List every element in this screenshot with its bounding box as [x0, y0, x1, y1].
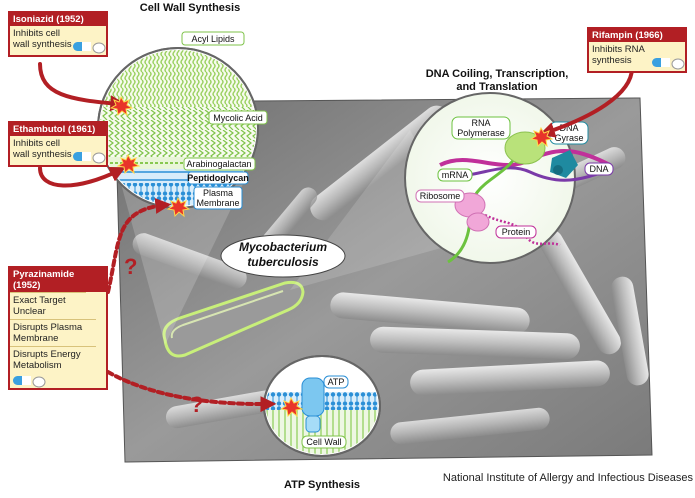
- drug-effect-isoniazid: Inhibits cell wall synthesis: [13, 28, 72, 50]
- starburst-pyrazinamide: [166, 196, 191, 218]
- label-mrna: mRNA: [442, 170, 469, 180]
- title-dna-line1: DNA Coiling, Transcription,: [426, 68, 569, 80]
- credit-text: National Institute of Allergy and Infect…: [442, 472, 693, 484]
- label-plasma-line1: Plasma: [203, 188, 233, 198]
- starburst-isoniazid: [109, 95, 134, 117]
- drug-box-isoniazid: Isoniazid (1952) Inhibits cell wall synt…: [8, 11, 108, 57]
- zoom-cone-cell-wall: [120, 180, 245, 345]
- drug-name-isoniazid: Isoniazid (1952): [10, 13, 106, 26]
- label-dna-gyrase-line2: Gyrase: [554, 133, 583, 143]
- cell-wall-inset: Acyl Lipids Mycolic Acid Arabinogalactan…: [97, 31, 268, 210]
- pill-icon: [652, 58, 685, 70]
- label-acyl-lipids: Acyl Lipids: [191, 34, 235, 44]
- pill-icon: [73, 42, 106, 54]
- starburst-atp: [279, 396, 304, 418]
- pill-icon: [73, 152, 106, 164]
- title-atp-synthesis: ATP Synthesis: [284, 479, 360, 491]
- drug-name-rifampin: Rifampin (1966): [589, 29, 685, 42]
- organism-name-line1: Mycobacterium: [239, 240, 327, 254]
- label-arabinogalactan: Arabinogalactan: [186, 159, 251, 169]
- label-rna-polymerase-line2: Polymerase: [457, 128, 505, 138]
- drug-name-pyrazinamide-line2: (1952): [13, 280, 41, 291]
- drug-box-rifampin: Rifampin (1966) Inhibits RNA synthesis: [587, 27, 687, 73]
- label-plasma-line2: Membrane: [196, 198, 239, 208]
- starburst-ethambutol: [116, 153, 141, 175]
- drug-name-pyrazinamide: Pyrazinamide (1952): [10, 268, 106, 292]
- starburst-rifampin: [529, 126, 554, 148]
- question-mark-cell-wall: ?: [124, 254, 137, 279]
- dna-inset: RNA Polymerase DNA Gyrase mRNA DNA Ribos…: [404, 92, 614, 264]
- drug-effect-pyrazinamide-3: Disrupts Energy Metabolism: [10, 346, 96, 373]
- label-ribosome: Ribosome: [420, 191, 461, 201]
- atp-synthase-shape: [301, 377, 325, 433]
- dna-gyrase-shape: [550, 150, 578, 178]
- label-atp: ATP: [328, 377, 345, 387]
- drug-name-pyrazinamide-line1: Pyrazinamide: [13, 269, 75, 280]
- pill-icon: [13, 376, 46, 388]
- title-dna-line2: and Translation: [456, 81, 538, 93]
- drug-effect-ethambutol: Inhibits cell wall synthesis: [13, 138, 72, 160]
- organism-label: Mycobacterium tuberculosis: [220, 234, 346, 278]
- drug-effect-pyrazinamide-2: Disrupts Plasma Membrane: [10, 319, 96, 346]
- label-dna: DNA: [589, 164, 608, 174]
- label-mycolic-acid: Mycolic Acid: [213, 113, 263, 123]
- title-cell-wall-synthesis: Cell Wall Synthesis: [140, 2, 240, 14]
- label-protein: Protein: [502, 227, 531, 237]
- drug-effect-rifampin: Inhibits RNA synthesis: [592, 44, 645, 66]
- drug-name-ethambutol: Ethambutol (1961): [10, 123, 106, 136]
- organism-name-line2: tuberculosis: [247, 255, 319, 269]
- label-rna-polymerase-line1: RNA: [471, 118, 490, 128]
- drug-effect-pyrazinamide-1: Exact Target Unclear: [10, 292, 86, 319]
- drug-box-ethambutol: Ethambutol (1961) Inhibits cell wall syn…: [8, 121, 108, 167]
- impact-starbursts: [109, 95, 554, 418]
- drug-arrows: [38, 62, 634, 413]
- drug-box-pyrazinamide: Pyrazinamide (1952) Exact Target Unclear…: [8, 266, 108, 390]
- label-dna-gyrase-line1: DNA: [559, 123, 578, 133]
- label-atp-cell-wall: Cell Wall: [306, 437, 341, 447]
- highlighted-bacterium: [162, 280, 305, 358]
- question-mark-atp: ?: [190, 392, 203, 417]
- label-peptidoglycan: Peptidoglycan: [187, 173, 249, 183]
